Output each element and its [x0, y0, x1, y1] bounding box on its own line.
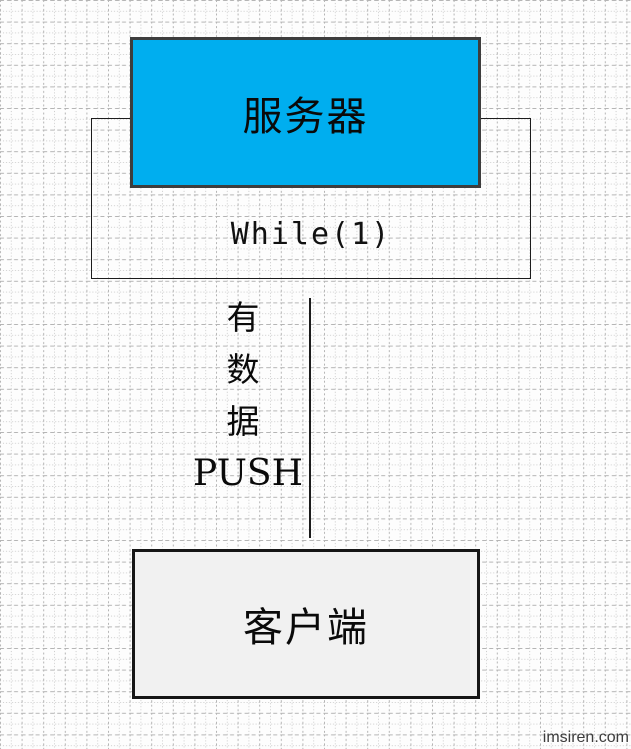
server-client-connector-line	[309, 298, 311, 538]
push-annotation-char: 有	[226, 298, 260, 337]
while-loop-label: While(1)	[230, 217, 392, 252]
watermark-text: imsiren.com	[542, 729, 629, 746]
push-annotation-char: 据	[226, 402, 260, 441]
client-box: 客户端	[132, 549, 480, 699]
server-box: 服务器	[130, 37, 481, 188]
push-annotation: 有 数 据 PUSH	[193, 292, 303, 500]
push-annotation-push-label: PUSH	[193, 453, 303, 494]
server-label: 服务器	[242, 93, 369, 140]
client-label: 客户端	[243, 605, 369, 651]
push-annotation-char: 数	[226, 350, 260, 389]
